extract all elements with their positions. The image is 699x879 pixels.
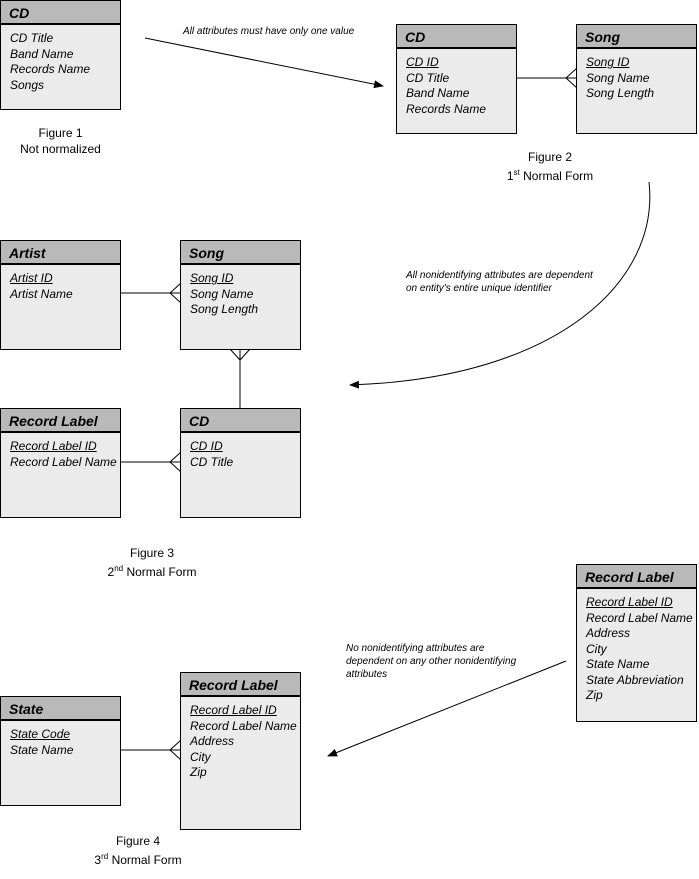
attribute: Song Name xyxy=(586,70,650,85)
attribute: Records Name xyxy=(406,101,487,116)
attribute: Artist Name xyxy=(10,286,73,301)
relationship-recordlabel-cd-fig3 xyxy=(120,451,182,473)
caption-text: Normal Form xyxy=(519,169,594,183)
attribute: Record Label Name xyxy=(586,610,693,625)
attribute: Records Name xyxy=(10,62,91,76)
primary-key: Record Label ID xyxy=(586,595,673,609)
note-line: dependent on any other nonidentifying xyxy=(346,656,517,667)
entity-title: Song xyxy=(577,25,696,49)
caption-line: Not normalized xyxy=(20,142,101,156)
relationship-state-recordlabel-fig4 xyxy=(120,739,182,761)
attribute: Song Length xyxy=(586,86,655,100)
entity-artist-2nf[interactable]: Artist Artist ID Artist Name xyxy=(0,240,121,350)
arrow-to-third-normal-form xyxy=(327,660,567,757)
note-line: No nonidentifying attributes are xyxy=(346,643,485,654)
attribute: Song Name xyxy=(190,286,254,301)
caption-text: Normal Form xyxy=(108,853,182,867)
primary-key: State Code xyxy=(10,727,71,741)
entity-title: Song xyxy=(181,241,300,265)
attribute: CD Title xyxy=(406,70,450,85)
primary-key: Song ID xyxy=(586,55,630,69)
note-line: on entity's entire unique identifier xyxy=(406,283,552,294)
attribute: CD Title xyxy=(10,31,54,45)
entity-title: CD xyxy=(397,25,516,49)
caption-line: Figure 3 xyxy=(129,546,175,560)
primary-key: Artist ID xyxy=(10,271,53,285)
figure-1-caption: Figure 1 Not normalized xyxy=(0,125,121,157)
attribute: Zip xyxy=(586,688,603,702)
primary-key: Song ID xyxy=(190,271,234,285)
attribute: Address xyxy=(586,626,631,640)
entity-song-1nf[interactable]: Song Song ID Song Name Song Length xyxy=(576,24,697,134)
attribute: City xyxy=(190,749,211,764)
entity-state-3nf[interactable]: State State Code State Name xyxy=(0,696,121,806)
caption-number: 2 xyxy=(107,565,115,579)
primary-key: Record Label ID xyxy=(190,703,277,717)
attribute: Band Name xyxy=(10,46,74,61)
entity-title: Record Label xyxy=(1,409,120,433)
relationship-cd-song-fig2 xyxy=(516,67,578,89)
figure-2-caption: Figure 2 1st Normal Form xyxy=(490,149,610,184)
note-line: All nonidentifying attributes are depend… xyxy=(406,270,593,281)
caption-text: Normal Form xyxy=(123,565,197,579)
entity-cd-2nf[interactable]: CD CD ID CD Title xyxy=(180,408,301,518)
caption-line: Figure 1 xyxy=(38,126,83,140)
attribute: Record Label Name xyxy=(190,718,297,733)
caption-number: 1 xyxy=(506,169,514,183)
caption-ordinal: rd xyxy=(101,852,109,861)
caption-line: 2nd Normal Form xyxy=(92,561,212,580)
primary-key: CD ID xyxy=(190,439,223,453)
attribute: Address xyxy=(190,734,235,748)
relationship-cd-song-fig3 xyxy=(229,348,251,409)
entity-title: Record Label xyxy=(577,565,696,589)
entity-title: Artist xyxy=(1,241,120,265)
attribute: State Name xyxy=(586,657,650,671)
attribute: State Abbreviation xyxy=(586,672,684,687)
note-single-value: All attributes must have only one value xyxy=(183,26,355,37)
entity-title: Record Label xyxy=(181,673,300,697)
note-full-dependency: All nonidentifying attributes are depend… xyxy=(406,269,593,295)
attribute: State Name xyxy=(10,742,74,757)
caption-line: Figure 2 xyxy=(527,150,573,164)
attribute: Zip xyxy=(190,765,207,779)
caption-line: 3rd Normal Form xyxy=(78,849,198,868)
caption-ordinal: st xyxy=(513,168,520,177)
attribute: Band Name xyxy=(406,86,470,100)
entity-title: CD xyxy=(1,1,120,25)
arrow-to-second-normal-form xyxy=(349,181,651,389)
figure-4-caption: Figure 4 3rd Normal Form xyxy=(78,833,198,868)
note-transitive-dependency: No nonidentifying attributes are depende… xyxy=(346,642,516,681)
caption-line: 1st Normal Form xyxy=(490,165,610,184)
entity-title: CD xyxy=(181,409,300,433)
entity-record-label-2nf[interactable]: Record Label Record Label ID Record Labe… xyxy=(0,408,121,518)
note-line: attributes xyxy=(346,669,388,680)
entity-cd-unnormalized[interactable]: CD CD Title Band Name Records Name Songs xyxy=(0,0,121,110)
attribute: Songs xyxy=(10,77,45,92)
caption-number: 3 xyxy=(94,853,102,867)
entity-record-label-full[interactable]: Record Label Record Label ID Record Labe… xyxy=(576,564,697,722)
entity-cd-1nf[interactable]: CD CD ID CD Title Band Name Records Name xyxy=(396,24,517,134)
caption-ordinal: nd xyxy=(114,564,124,573)
attribute: Record Label Name xyxy=(10,454,117,469)
entity-record-label-3nf[interactable]: Record Label Record Label ID Record Labe… xyxy=(180,672,301,830)
entity-song-2nf[interactable]: Song Song ID Song Name Song Length xyxy=(180,240,301,350)
caption-line: Figure 4 xyxy=(115,834,161,848)
attribute: City xyxy=(586,641,607,656)
attribute: CD Title xyxy=(190,454,234,469)
figure-3-caption: Figure 3 2nd Normal Form xyxy=(92,545,212,580)
primary-key: CD ID xyxy=(406,55,439,69)
attribute: Song Length xyxy=(190,302,259,316)
entity-title: State xyxy=(1,697,120,721)
relationship-artist-song-fig3 xyxy=(120,282,182,304)
primary-key: Record Label ID xyxy=(10,439,97,453)
arrow-to-first-normal-form xyxy=(144,37,384,89)
